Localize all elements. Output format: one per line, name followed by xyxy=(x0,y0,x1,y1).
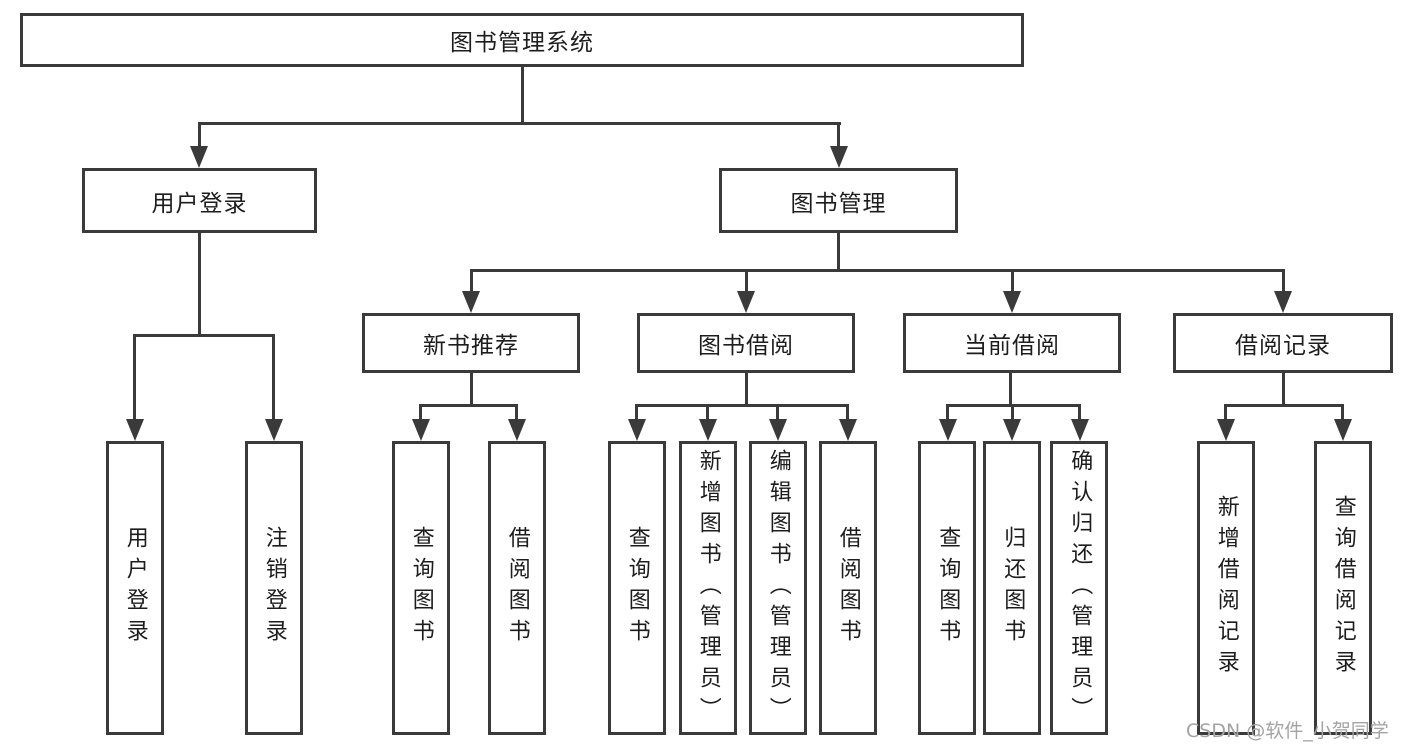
node-current-borrowing-label: 当前借阅 xyxy=(964,333,1060,359)
connector-line xyxy=(133,334,136,424)
node-book-management-label: 图书管理 xyxy=(790,190,887,217)
connector-line xyxy=(520,67,524,125)
node-borrowing-records: 借阅记录 xyxy=(1173,313,1393,373)
node-book-management: 图书管理 xyxy=(719,168,958,233)
leaf-nb-borrow-books: 借阅图书 xyxy=(487,441,546,735)
arrow-down-icon xyxy=(125,419,144,441)
leaf-nb-borrow-books-label: 借阅图书 xyxy=(504,526,530,650)
leaf-bb-edit-books-admin-label: 编辑图书（管理员） xyxy=(765,448,791,728)
connector-line xyxy=(837,233,840,272)
connector-line xyxy=(1224,404,1344,407)
arrow-down-icon xyxy=(698,419,717,441)
leaf-bb-add-books-admin-label: 新增图书（管理员） xyxy=(695,448,721,728)
leaf-cb-return-books: 归还图书 xyxy=(983,441,1041,735)
arrow-down-icon xyxy=(507,419,526,441)
leaf-cb-query-books-label: 查询图书 xyxy=(935,526,961,650)
connector-line xyxy=(744,269,748,294)
leaf-br-add-record: 新增借阅记录 xyxy=(1196,441,1255,735)
connector-line xyxy=(469,269,473,294)
arrow-down-icon xyxy=(1333,419,1352,441)
leaf-cb-query-books: 查询图书 xyxy=(918,441,976,735)
node-user-login: 用户登录 xyxy=(82,168,317,233)
node-new-book-recommendation: 新书推荐 xyxy=(362,313,580,373)
node-root-label: 图书管理系统 xyxy=(450,30,594,56)
leaf-bb-borrow-books-label: 借阅图书 xyxy=(835,526,861,650)
connector-line xyxy=(946,404,1081,407)
connector-line xyxy=(1341,404,1344,422)
arrow-down-icon xyxy=(737,291,755,313)
leaf-user-login-label: 用户登录 xyxy=(122,526,148,650)
leaf-bb-add-books-admin: 新增图书（管理员） xyxy=(678,441,737,735)
arrow-down-icon xyxy=(190,146,208,168)
arrow-down-icon xyxy=(462,291,480,313)
connector-line xyxy=(272,334,275,424)
node-book-borrowing: 图书借阅 xyxy=(637,313,855,373)
arrow-down-icon xyxy=(1274,291,1292,313)
arrow-down-icon xyxy=(411,419,430,441)
connector-line xyxy=(197,122,841,125)
arrow-down-icon xyxy=(1003,291,1021,313)
leaf-cb-return-books-label: 归还图书 xyxy=(1000,526,1026,650)
connector-line xyxy=(1224,404,1227,422)
leaf-nb-query-books-label: 查询图书 xyxy=(408,526,434,650)
node-user-login-label: 用户登录 xyxy=(151,190,248,217)
arrow-down-icon xyxy=(829,146,848,168)
arrow-down-icon xyxy=(768,419,787,441)
connector-line xyxy=(469,373,473,406)
leaf-br-add-record-label: 新增借阅记录 xyxy=(1213,495,1239,681)
node-root: 图书管理系统 xyxy=(20,13,1024,67)
arrow-down-icon xyxy=(938,419,957,441)
connector-line xyxy=(197,233,201,337)
connector-line xyxy=(1010,269,1014,294)
connector-line xyxy=(1078,404,1081,422)
leaf-user-login: 用户登录 xyxy=(105,441,164,735)
connector-line xyxy=(515,404,518,422)
connector-line xyxy=(837,122,840,152)
connector-line xyxy=(1281,269,1285,294)
leaf-nb-query-books: 查询图书 xyxy=(391,441,450,735)
watermark: CSDN @软件_小贺同学 xyxy=(1186,720,1389,742)
connector-line xyxy=(419,404,422,422)
connector-line xyxy=(197,122,201,152)
arrow-down-icon xyxy=(264,419,283,441)
arrow-down-icon xyxy=(627,419,646,441)
leaf-logout-label: 注销登录 xyxy=(261,526,287,650)
leaf-bb-edit-books-admin: 编辑图书（管理员） xyxy=(748,441,807,735)
connector-line xyxy=(706,404,709,422)
connector-line xyxy=(1281,373,1285,406)
leaf-br-query-record-label: 查询借阅记录 xyxy=(1330,495,1356,681)
node-book-borrowing-label: 图书借阅 xyxy=(698,333,794,359)
arrow-down-icon xyxy=(1003,419,1021,441)
connector-line xyxy=(635,404,638,422)
connector-line xyxy=(133,334,275,337)
node-new-book-recommendation-label: 新书推荐 xyxy=(423,333,519,359)
connector-line xyxy=(419,404,518,407)
arrow-down-icon xyxy=(1070,419,1089,441)
leaf-cb-confirm-return-admin: 确认归还（管理员） xyxy=(1050,441,1108,735)
leaf-bb-query-books: 查询图书 xyxy=(607,441,666,735)
node-borrowing-records-label: 借阅记录 xyxy=(1235,333,1331,359)
leaf-br-query-record: 查询借阅记录 xyxy=(1313,441,1372,735)
connector-line xyxy=(846,404,849,422)
connector-line xyxy=(744,373,748,406)
arrow-down-icon xyxy=(838,419,857,441)
arrow-down-icon xyxy=(1216,419,1235,441)
node-current-borrowing: 当前借阅 xyxy=(903,313,1121,373)
leaf-cb-confirm-return-admin-label: 确认归还（管理员） xyxy=(1067,448,1093,728)
leaf-logout: 注销登录 xyxy=(244,441,303,735)
leaf-bb-query-books-label: 查询图书 xyxy=(624,526,650,650)
connector-line xyxy=(469,269,1285,272)
leaf-bb-borrow-books: 借阅图书 xyxy=(818,441,877,735)
connector-line xyxy=(1008,373,1012,406)
connector-line xyxy=(946,404,949,422)
connector-line xyxy=(1010,404,1014,422)
connector-line xyxy=(635,404,849,407)
connector-line xyxy=(776,404,779,422)
